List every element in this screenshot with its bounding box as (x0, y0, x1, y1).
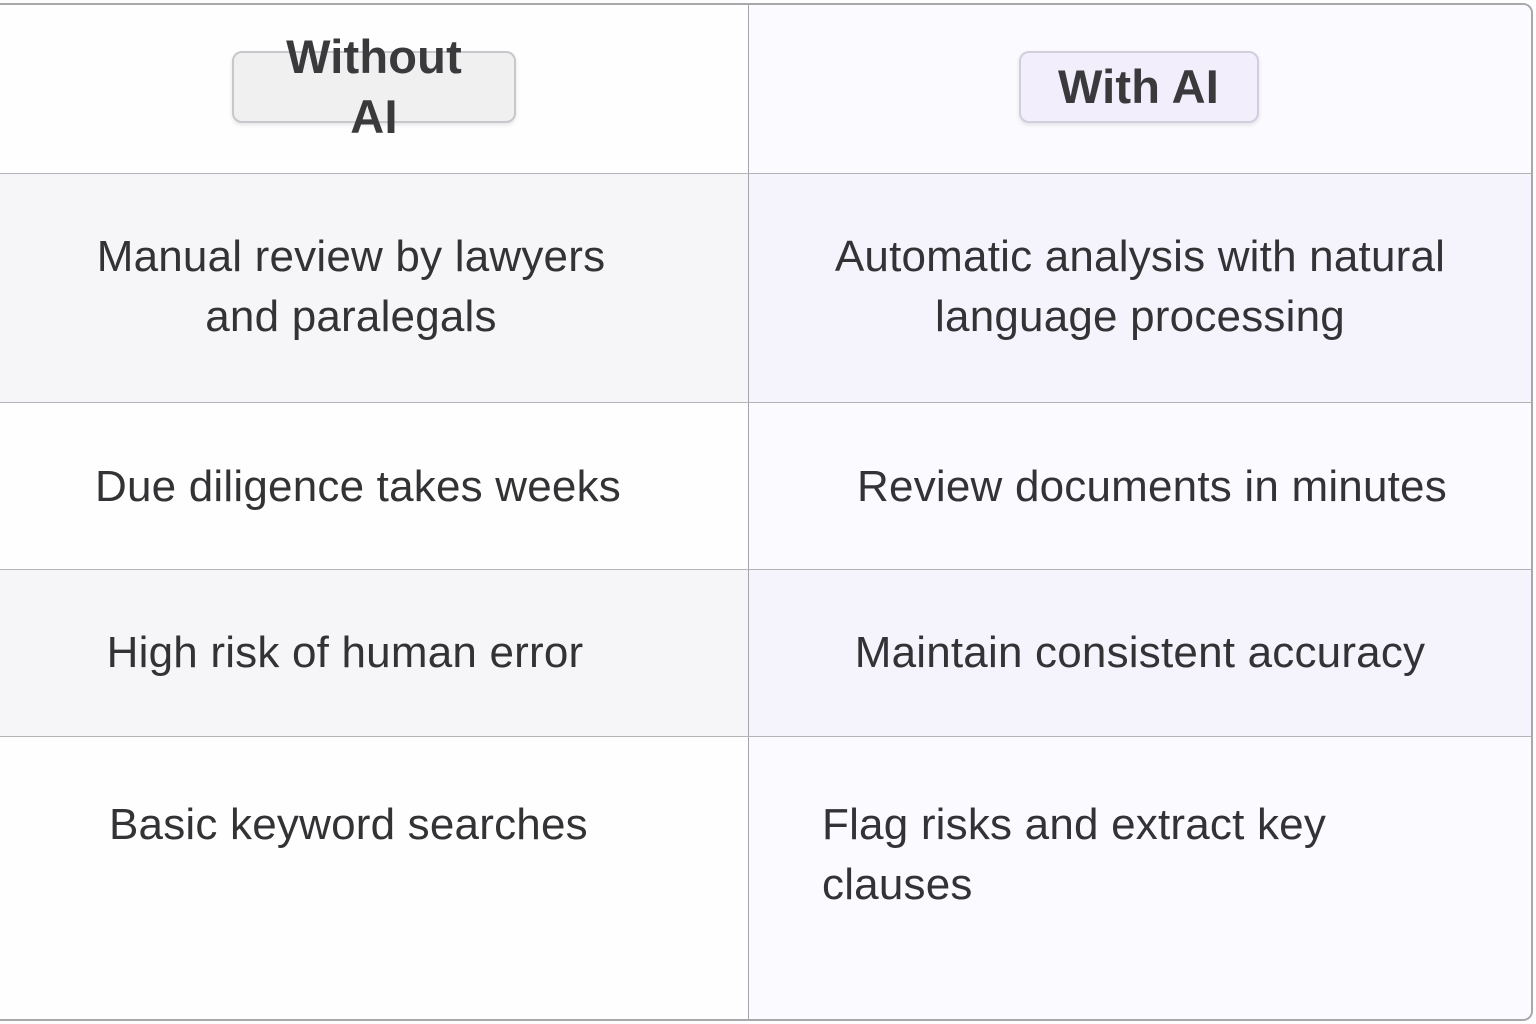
cell-text: High risk of human error (106, 628, 584, 677)
header-cell-with-ai: With AI (749, 5, 1531, 173)
cell-text: Maintain consistent accuracy (854, 628, 1426, 677)
with-ai-cell: Automatic analysis with natural language… (749, 174, 1531, 402)
cell-text: Due diligence takes weeks (95, 462, 621, 511)
comparison-table: Without AI With AI Manual review by lawy… (0, 3, 1533, 1021)
table-row: Basic keyword searches Flag risks and ex… (0, 737, 1531, 1019)
with-ai-header-button[interactable]: With AI (1018, 51, 1259, 123)
header-row: Without AI With AI (0, 5, 1531, 174)
with-ai-cell: Flag risks and extract key clauses (749, 737, 1531, 1019)
without-ai-cell: Basic keyword searches (0, 737, 749, 1019)
cell-text: Basic keyword searches (109, 800, 588, 849)
cell-text: Automatic analysis with natural language… (834, 232, 1446, 341)
table-row: Due diligence takes weeks Review documen… (0, 403, 1531, 570)
with-ai-cell: Maintain consistent accuracy (749, 570, 1531, 736)
table-row: High risk of human error Maintain consis… (0, 570, 1531, 737)
cell-text: Manual review by lawyers and paralegals (96, 232, 606, 341)
without-ai-cell: Manual review by lawyers and paralegals (0, 174, 749, 402)
cell-text: Flag risks and extract key clauses (822, 800, 1327, 909)
without-ai-cell: Due diligence takes weeks (0, 403, 749, 569)
with-ai-cell: Review documents in minutes (749, 403, 1531, 569)
without-ai-header-button[interactable]: Without AI (232, 30, 516, 143)
header-cell-without-ai: Without AI (0, 5, 749, 173)
without-ai-cell: High risk of human error (0, 570, 749, 736)
cell-text: Review documents in minutes (857, 462, 1447, 511)
table-row: Manual review by lawyers and paralegals … (0, 174, 1531, 403)
